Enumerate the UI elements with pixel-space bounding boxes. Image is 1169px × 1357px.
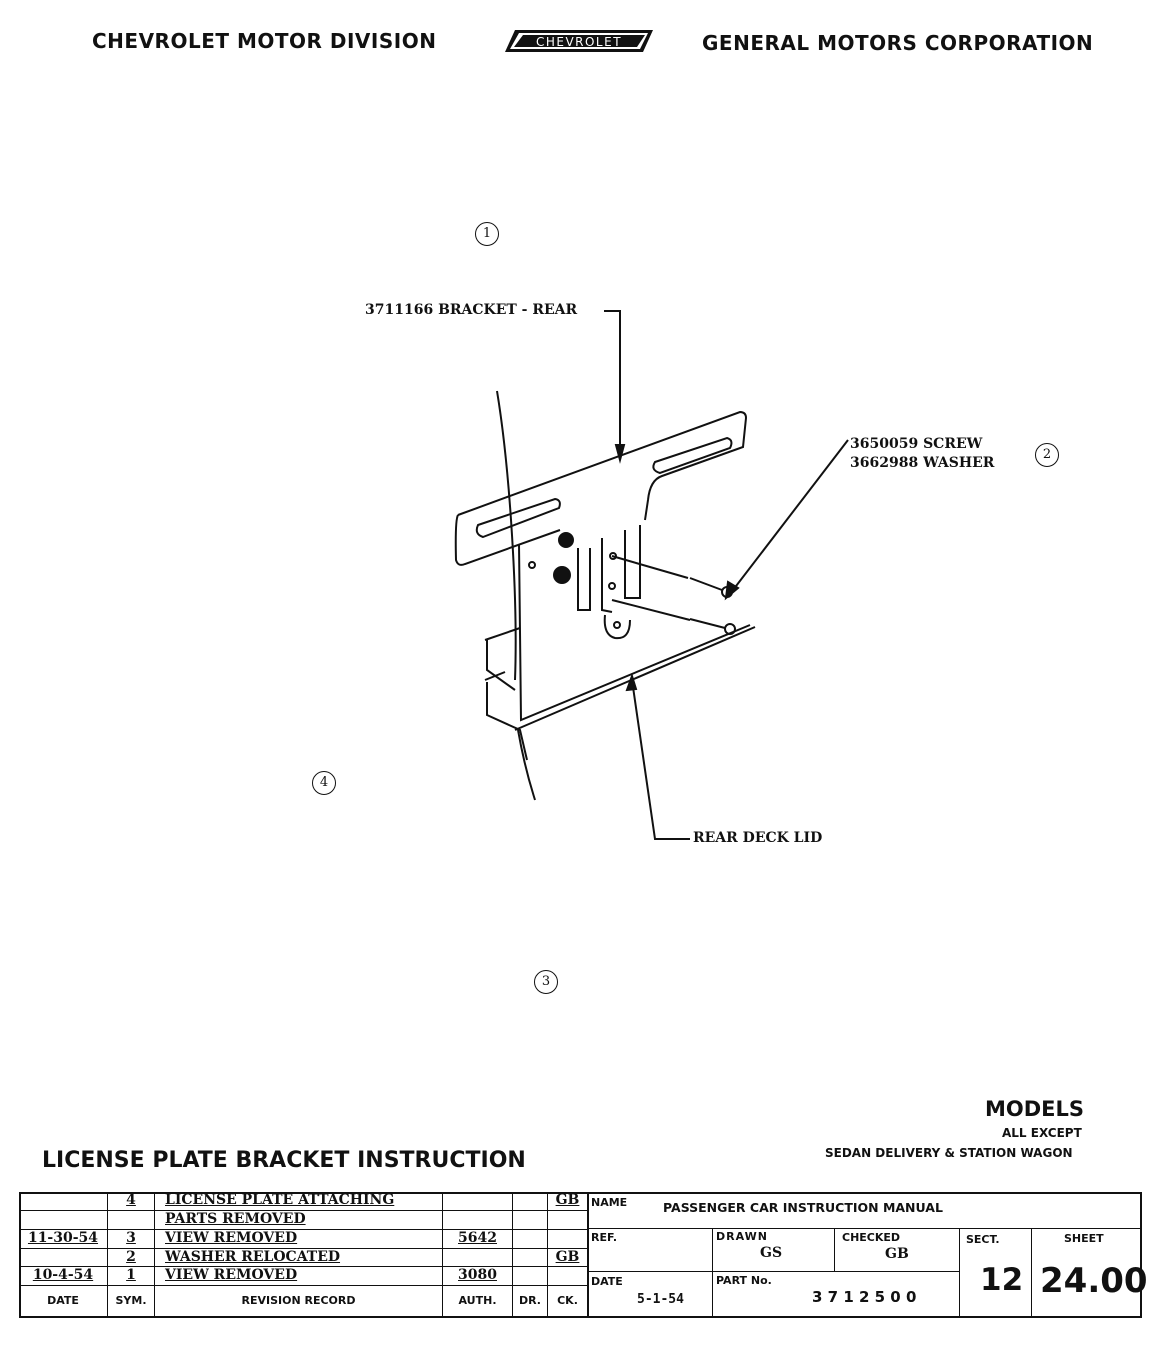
revision-date-cell — [19, 1192, 108, 1211]
header-division: CHEVROLET MOTOR DIVISION — [92, 29, 437, 53]
callout-4: 4 — [312, 771, 336, 795]
revision-date-cell — [19, 1211, 108, 1230]
name-value: PASSENGER CAR INSTRUCTION MANUAL — [663, 1200, 943, 1215]
callout-3: 3 — [534, 970, 558, 994]
revision-auth-cell — [443, 1192, 513, 1211]
revision-auth-cell — [443, 1211, 513, 1230]
label-washer: 3662988 WASHER — [850, 455, 995, 471]
revision-date-cell: 11-30-54 — [19, 1230, 108, 1249]
revision-record-cell: PARTS REMOVED — [155, 1211, 443, 1230]
revision-dr-cell — [513, 1192, 548, 1211]
revision-dr-cell — [513, 1267, 548, 1286]
drawn-cell — [713, 1229, 835, 1272]
revision-ck-cell — [548, 1230, 588, 1249]
revision-header-record: REVISION RECORD — [155, 1286, 443, 1318]
part-value: 3 7 1 2 5 0 0 — [812, 1288, 917, 1306]
revision-dr-cell — [513, 1249, 548, 1267]
part-label: PART No. — [716, 1274, 772, 1287]
header-corporation: GENERAL MOTORS CORPORATION — [702, 31, 1094, 55]
revision-record-cell: LICENSE PLATE ATTACHING — [155, 1192, 443, 1211]
name-cell — [588, 1192, 1142, 1229]
sheet-value: 24.00 — [1040, 1261, 1148, 1301]
revision-sym-cell: 2 — [108, 1249, 155, 1267]
callout-2: 2 — [1035, 443, 1059, 467]
drawn-label: DRAWN — [716, 1230, 768, 1243]
checked-value: GB — [885, 1246, 909, 1262]
revision-dr-cell — [513, 1230, 548, 1249]
revision-sym-cell: 3 — [108, 1230, 155, 1249]
revision-sym-cell — [108, 1211, 155, 1230]
chevrolet-logo: CHEVROLET — [505, 26, 655, 56]
revision-record-cell: WASHER RELOCATED — [155, 1249, 443, 1267]
revision-date-cell: 10-4-54 — [19, 1267, 108, 1286]
revision-ck-cell — [548, 1267, 588, 1286]
ref-cell — [588, 1229, 713, 1272]
part-cell — [713, 1272, 960, 1318]
date-value: 5-1-54 — [637, 1292, 684, 1307]
models-line1: ALL EXCEPT — [1002, 1126, 1082, 1140]
revision-date-cell — [19, 1249, 108, 1267]
sect-label: SECT. — [966, 1233, 1000, 1246]
revision-sym-cell: 1 — [108, 1267, 155, 1286]
models-heading: MODELS — [985, 1097, 1085, 1121]
drawing-title: LICENSE PLATE BRACKET INSTRUCTION — [42, 1148, 526, 1173]
revision-header-sym: SYM. — [108, 1286, 155, 1318]
revision-header-dr: DR. — [513, 1286, 548, 1318]
checked-cell — [835, 1229, 960, 1272]
name-label: NAME — [591, 1196, 628, 1209]
sheet-cell — [1032, 1229, 1142, 1318]
revision-auth-cell: 5642 — [443, 1230, 513, 1249]
revision-ck-cell: GB — [548, 1249, 588, 1267]
logo-text: CHEVROLET — [536, 35, 622, 49]
revision-sym-cell: 4 — [108, 1192, 155, 1211]
revision-auth-cell: 3080 — [443, 1267, 513, 1286]
revision-header-ck: CK. — [548, 1286, 588, 1318]
revision-header-auth: AUTH. — [443, 1286, 513, 1318]
drawn-value: GS — [760, 1245, 783, 1261]
revision-header-date: DATE — [19, 1286, 108, 1318]
callout-1: 1 — [475, 222, 499, 246]
label-deck-lid: REAR DECK LID — [693, 830, 823, 846]
sect-cell — [960, 1229, 1032, 1318]
ref-label: REF. — [591, 1231, 618, 1244]
date-label: DATE — [591, 1275, 623, 1288]
label-bracket: 3711166 BRACKET - REAR — [365, 302, 578, 318]
revision-auth-cell — [443, 1249, 513, 1267]
models-line2: SEDAN DELIVERY & STATION WAGON — [825, 1146, 1073, 1160]
revision-ck-cell — [548, 1211, 588, 1230]
revision-ck-cell: GB — [548, 1192, 588, 1211]
date-cell — [588, 1272, 713, 1318]
label-screw: 3650059 SCREW — [850, 436, 983, 452]
sheet-label: SHEET — [1064, 1232, 1104, 1245]
checked-label: CHECKED — [842, 1231, 901, 1244]
sect-value: 12 — [980, 1262, 1024, 1298]
revision-dr-cell — [513, 1211, 548, 1230]
revision-record-cell: VIEW REMOVED — [155, 1267, 443, 1286]
revision-record-cell: VIEW REMOVED — [155, 1230, 443, 1249]
